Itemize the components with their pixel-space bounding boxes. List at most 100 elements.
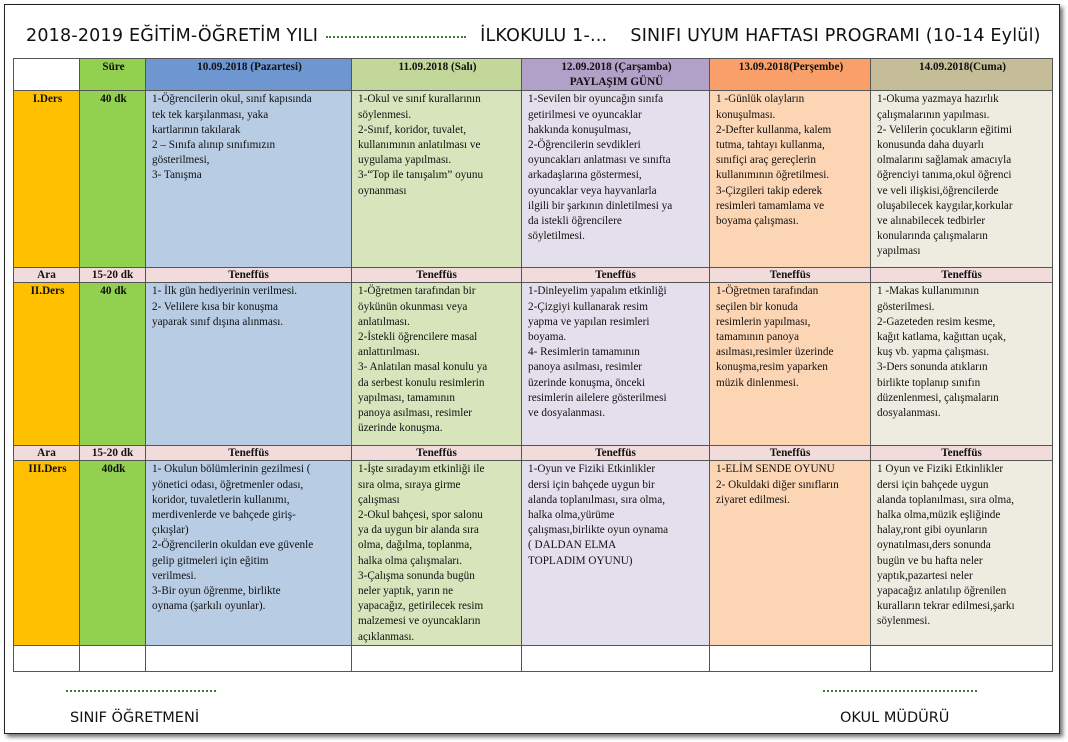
lesson-duration: 40dk: [79, 460, 146, 647]
activity-line: 1-İşte sıradayım etkinliği ile: [358, 463, 485, 476]
activity-line: oynama (şarkılı oyunlar).: [152, 600, 266, 613]
teacher-signature-line: [66, 690, 216, 692]
activity-line: çıkışlar): [152, 524, 189, 537]
break-activity: Teneffüs: [351, 267, 522, 284]
activity-line: 3- Anlatılan masal konulu ya: [358, 361, 488, 374]
activity-line: uygulama yapılması.: [358, 154, 452, 167]
empty-cell: [709, 645, 871, 673]
activity-line: 2-Sınıf, koridor, tuvalet,: [358, 123, 466, 136]
activity-line: yapılması: [877, 245, 921, 258]
lesson-duration: 40 dk: [79, 282, 146, 447]
activity-line: yapacağız anlatılıp öğrenilen: [877, 585, 1007, 598]
activity-line: 1- Okulun bölümlerinin gezilmesi (: [152, 463, 311, 476]
activity-line: söylenmesi.: [877, 615, 931, 628]
activity-line: getirilmesi ve oyuncaklar: [528, 108, 642, 121]
activity-line: 2 – Sınıfa alınıp sınıfımızın: [152, 139, 276, 152]
activity-line: 2-Okul bahçesi, spor salonu: [358, 509, 483, 522]
activity-line: ( DALDAN ELMA: [528, 539, 617, 552]
break-activity: Teneffüs: [145, 267, 352, 284]
activity-line: resimleri tamamlama ve: [716, 199, 825, 212]
activity-line: üzerinde konuşma, önceki: [528, 376, 646, 389]
activity-line: TOPLADIM OYUNU): [528, 554, 633, 567]
header-day-4: 13.09.2018(Perşembe): [709, 57, 871, 92]
break-label: Ara: [13, 267, 80, 284]
activity-line: konusunda daha duyarlı: [877, 139, 984, 152]
activity-line: 3-Ders sonunda atıkların: [877, 361, 988, 374]
header-day-2: 11.09.2018 (Salı): [351, 57, 522, 92]
lesson-row-1: I.Ders 40 dk 1-Öğrencilerin okul, sınıf …: [13, 90, 1053, 269]
activity-line: halka olma,yürüme: [528, 509, 615, 522]
empty-cell: [145, 645, 352, 673]
activity-line: yönetici odası, öğretmenler odası,: [152, 478, 304, 491]
activity-line: tutma, tahtayı kullanma,: [716, 139, 825, 152]
activity-line: yapılması, tamamının: [358, 391, 455, 404]
activity-line: oynatılması,ders sonunda: [877, 539, 991, 552]
empty-cell: [79, 645, 146, 673]
activity-line: kuş vb. yapma çalışması.: [877, 346, 990, 359]
activity-line: 1-Oyun ve Fiziki Etkinlikler: [528, 463, 656, 476]
activity-line: da istekli öğrencilere: [528, 215, 622, 228]
activity-line: alanda toplanılması, sıra olma,: [528, 493, 666, 506]
activity-line: bugün ve bu hafta neler: [877, 554, 983, 567]
break-activity: Teneffüs: [351, 445, 522, 462]
activity-line: 1-Öğrencilerin okul, sınıf kapısında: [152, 93, 312, 106]
title-school: İLKOKULU 1-...: [480, 26, 608, 46]
activity-line: ilgili bir şarkının dinletilmesi ya: [528, 199, 673, 212]
activity-line: yaparak sınıf dışına alınması.: [152, 315, 284, 328]
activity-line: halay,ront gibi oyunların: [877, 524, 988, 537]
activity-line: kağıt katlama, kağıttan uçak,: [877, 331, 1006, 344]
activity-line: 3-Çalışma sonunda bugün: [358, 569, 475, 582]
header-day-1: 10.09.2018 (Pazartesi): [145, 57, 352, 92]
lesson-name: III.Ders: [13, 460, 80, 647]
title-program: SINIFI UYUM HAFTASI PROGRAMI (10-14 Eylü…: [630, 26, 1041, 46]
break-activity: Teneffüs: [870, 445, 1053, 462]
activity-line: halka olma çalışmaları.: [358, 554, 463, 567]
activity-line: 1 Oyun ve Fiziki Etkinlikler: [877, 463, 1004, 476]
activity-line: söylenmesi.: [358, 108, 412, 121]
title-fill-line: [326, 36, 467, 38]
activity-line: söyletilmesi.: [528, 230, 585, 243]
activity-line: ve veli ilişkisi,öğrencilerde: [877, 184, 999, 197]
activity-line: yapma ve yapılan resimleri: [528, 315, 650, 328]
activity-line: hakkında konuşulması,: [528, 123, 632, 136]
activity-line: ve alınabilecek tedbirler: [877, 215, 986, 228]
activity-line: dersi için bahçede uygun: [877, 478, 989, 491]
activity-line: da serbest konulu resimlerin: [358, 376, 485, 389]
activity-line: öykünün okunması veya: [358, 300, 468, 313]
activity-line: 1-Okuma yazmaya hazırlık: [877, 93, 999, 106]
activity-line: malzemesi ve oyuncakların: [358, 615, 481, 628]
activity-line: yapacağız, getirilecek resim: [358, 600, 484, 613]
activity-line: 1- İlk gün hediyerinin verilmesi.: [152, 285, 298, 298]
schedule-table: Süre 10.09.2018 (Pazartesi) 11.09.2018 (…: [13, 57, 1053, 673]
activity-line: 4- Resimlerin tamamının: [528, 346, 640, 359]
activity-line: alanda toplanılması, sıra olma,: [877, 493, 1015, 506]
break-duration: 15-20 dk: [79, 267, 146, 284]
activity-line: gösterilmesi.: [877, 300, 935, 313]
activity-line: anlatılması.: [358, 315, 410, 328]
activity-cell: 1- İlk gün hediyerinin verilmesi.2- Veli…: [145, 282, 352, 447]
activity-line: resimlerin yapılması,: [716, 315, 811, 328]
activity-cell: 1- Okulun bölümlerinin gezilmesi ( yöneti…: [145, 460, 352, 647]
break-activity: Teneffüs: [521, 267, 710, 284]
header-corner: [13, 57, 80, 92]
break-activity: Teneffüs: [870, 267, 1053, 284]
activity-line: tek tek karşılanması, yaka: [152, 108, 269, 121]
empty-cell: [870, 645, 1053, 673]
header-day-5: 14.09.2018(Cuma): [870, 57, 1053, 92]
activity-line: üzerinde konuşma.: [358, 422, 443, 435]
activity-line: 3-Bir oyun öğrenme, birlikte: [152, 585, 281, 598]
activity-line: öğrenciyi tanıma,okul öğrenci: [877, 169, 1012, 182]
activity-line: seçilen bir konuda: [716, 300, 799, 313]
activity-line: neler yaptık, yarın ne: [358, 585, 454, 598]
break-activity: Teneffüs: [709, 445, 871, 462]
activity-line: arkadaşlarına göstermesi,: [528, 169, 642, 182]
activity-line: 2- Velilerin çocukların eğitimi: [877, 123, 1012, 136]
